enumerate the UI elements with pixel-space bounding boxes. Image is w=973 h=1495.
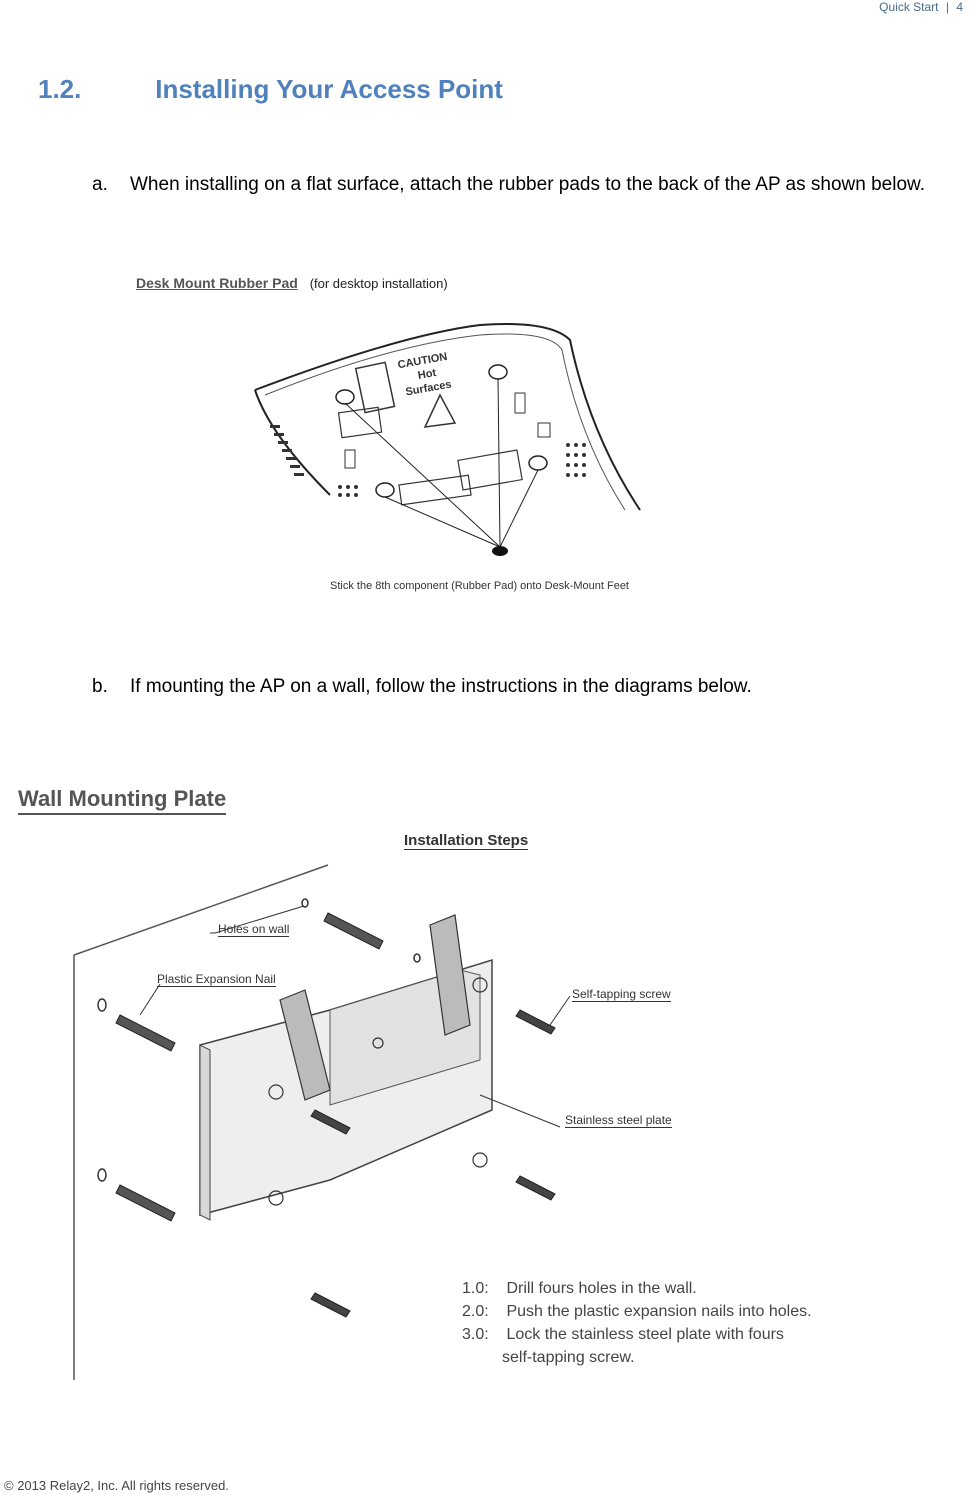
header-section: Quick Start xyxy=(879,0,939,14)
desk-figure-subtitle: (for desktop installation) xyxy=(309,276,448,291)
step-number: 2.0: xyxy=(462,1303,489,1320)
label-self-tapping-screw: Self-tapping screw xyxy=(572,987,671,1002)
copyright-footer: © 2013 Relay2, Inc. All rights reserved. xyxy=(4,1478,229,1493)
desk-figure-title: Desk Mount Rubber Pad xyxy=(136,275,298,291)
vent-dots-right xyxy=(566,443,586,477)
installation-steps-list: 1.0: Drill fours holes in the wall. 2.0:… xyxy=(462,1280,812,1372)
label-expansion-nail: Plastic Expansion Nail xyxy=(157,972,276,987)
instruction-text: If mounting the AP on a wall, follow the… xyxy=(130,676,752,697)
wall-mount-diagram xyxy=(73,864,571,1380)
step-continuation: self-tapping screw. xyxy=(502,1349,635,1366)
desk-figure-caption: Desk Mount Rubber Pad (for desktop insta… xyxy=(136,275,448,291)
callout-lines xyxy=(139,905,571,1128)
expansion-nails xyxy=(115,912,384,1222)
vent-dots-left xyxy=(338,485,358,497)
label-steel-plate: Stainless steel plate xyxy=(565,1113,672,1128)
surfaces-text: Surfaces xyxy=(405,379,453,399)
self-tapping-screws xyxy=(310,1009,556,1318)
section-title: Installing Your Access Point xyxy=(155,74,503,104)
desk-mount-diagram: CAUTION Hot Surfaces xyxy=(254,323,641,556)
plate-clip-right xyxy=(429,914,471,1036)
warning-triangle-icon xyxy=(423,393,457,428)
caution-label: CAUTION Hot Surfaces xyxy=(397,351,453,399)
instruction-b: b. If mounting the AP on a wall, follow … xyxy=(92,672,972,702)
instruction-text: When installing on a flat surface, attac… xyxy=(130,174,925,195)
instruction-marker: b. xyxy=(92,676,108,697)
page-number: 4 xyxy=(956,0,963,14)
instruction-marker: a. xyxy=(92,174,108,195)
page-header: Quick Start | 4 xyxy=(879,0,963,14)
step-number: 1.0: xyxy=(462,1280,489,1297)
plate-clip-left xyxy=(279,989,331,1101)
plate-screw-holes xyxy=(268,977,488,1206)
header-separator: | xyxy=(945,0,949,14)
step-text: Lock the stainless steel plate with four… xyxy=(506,1326,784,1343)
wall-holes xyxy=(97,898,421,1182)
step-text: Drill fours holes in the wall. xyxy=(506,1280,697,1297)
step-number: 3.0: xyxy=(462,1326,489,1343)
desk-figure-note: Stick the 8th component (Rubber Pad) ont… xyxy=(330,580,629,592)
section-number: 1.2. xyxy=(38,74,82,104)
wall-figure-title: Wall Mounting Plate xyxy=(18,786,227,815)
hot-text: Hot xyxy=(417,367,437,382)
rubber-pad-icon xyxy=(492,546,508,556)
pointer-lines xyxy=(344,377,539,548)
label-holes-on-wall: Holes on wall xyxy=(218,922,290,937)
installation-step: 1.0: Drill fours holes in the wall. xyxy=(462,1280,812,1303)
section-heading: 1.2. Installing Your Access Point xyxy=(38,74,503,105)
installation-steps-title: Installation Steps xyxy=(404,832,529,850)
installation-step: 2.0: Push the plastic expansion nails in… xyxy=(462,1303,812,1326)
installation-step: 3.0: Lock the stainless steel plate with… xyxy=(462,1326,812,1349)
vent-slots-left xyxy=(270,425,304,476)
step-text: Push the plastic expansion nails into ho… xyxy=(506,1303,812,1320)
instruction-a: a. When installing on a flat surface, at… xyxy=(92,170,972,200)
